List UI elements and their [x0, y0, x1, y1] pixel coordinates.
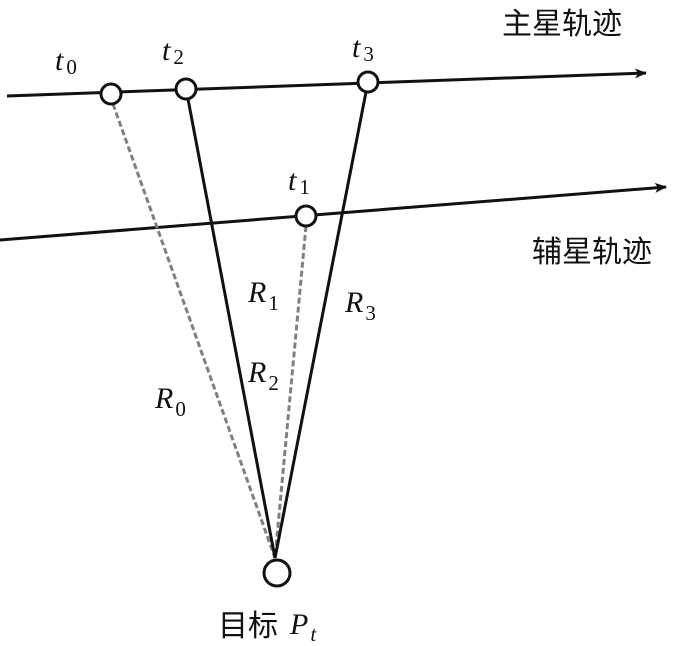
label-r1: R1 — [247, 276, 279, 315]
aux-satellite-track — [0, 182, 667, 242]
label-r3: R3 — [344, 286, 376, 325]
range-line-r1 — [273, 225, 308, 559]
main-track-label: 主星轨迹 — [502, 7, 622, 42]
position-t0 — [99, 82, 123, 106]
label-r0: R0 — [154, 382, 186, 421]
target-symbol: Pt — [289, 608, 317, 646]
target-point — [262, 558, 292, 588]
aux-track-label: 辅星轨迹 — [532, 235, 652, 270]
target-label: 目标 — [218, 609, 278, 644]
position-t1 — [294, 204, 318, 228]
label-r2: R2 — [247, 356, 279, 395]
position-t2 — [174, 77, 198, 101]
range-line-r2 — [186, 98, 277, 559]
position-t3 — [356, 70, 380, 94]
range-line-r3 — [273, 91, 368, 559]
range-line-r0 — [111, 103, 277, 559]
